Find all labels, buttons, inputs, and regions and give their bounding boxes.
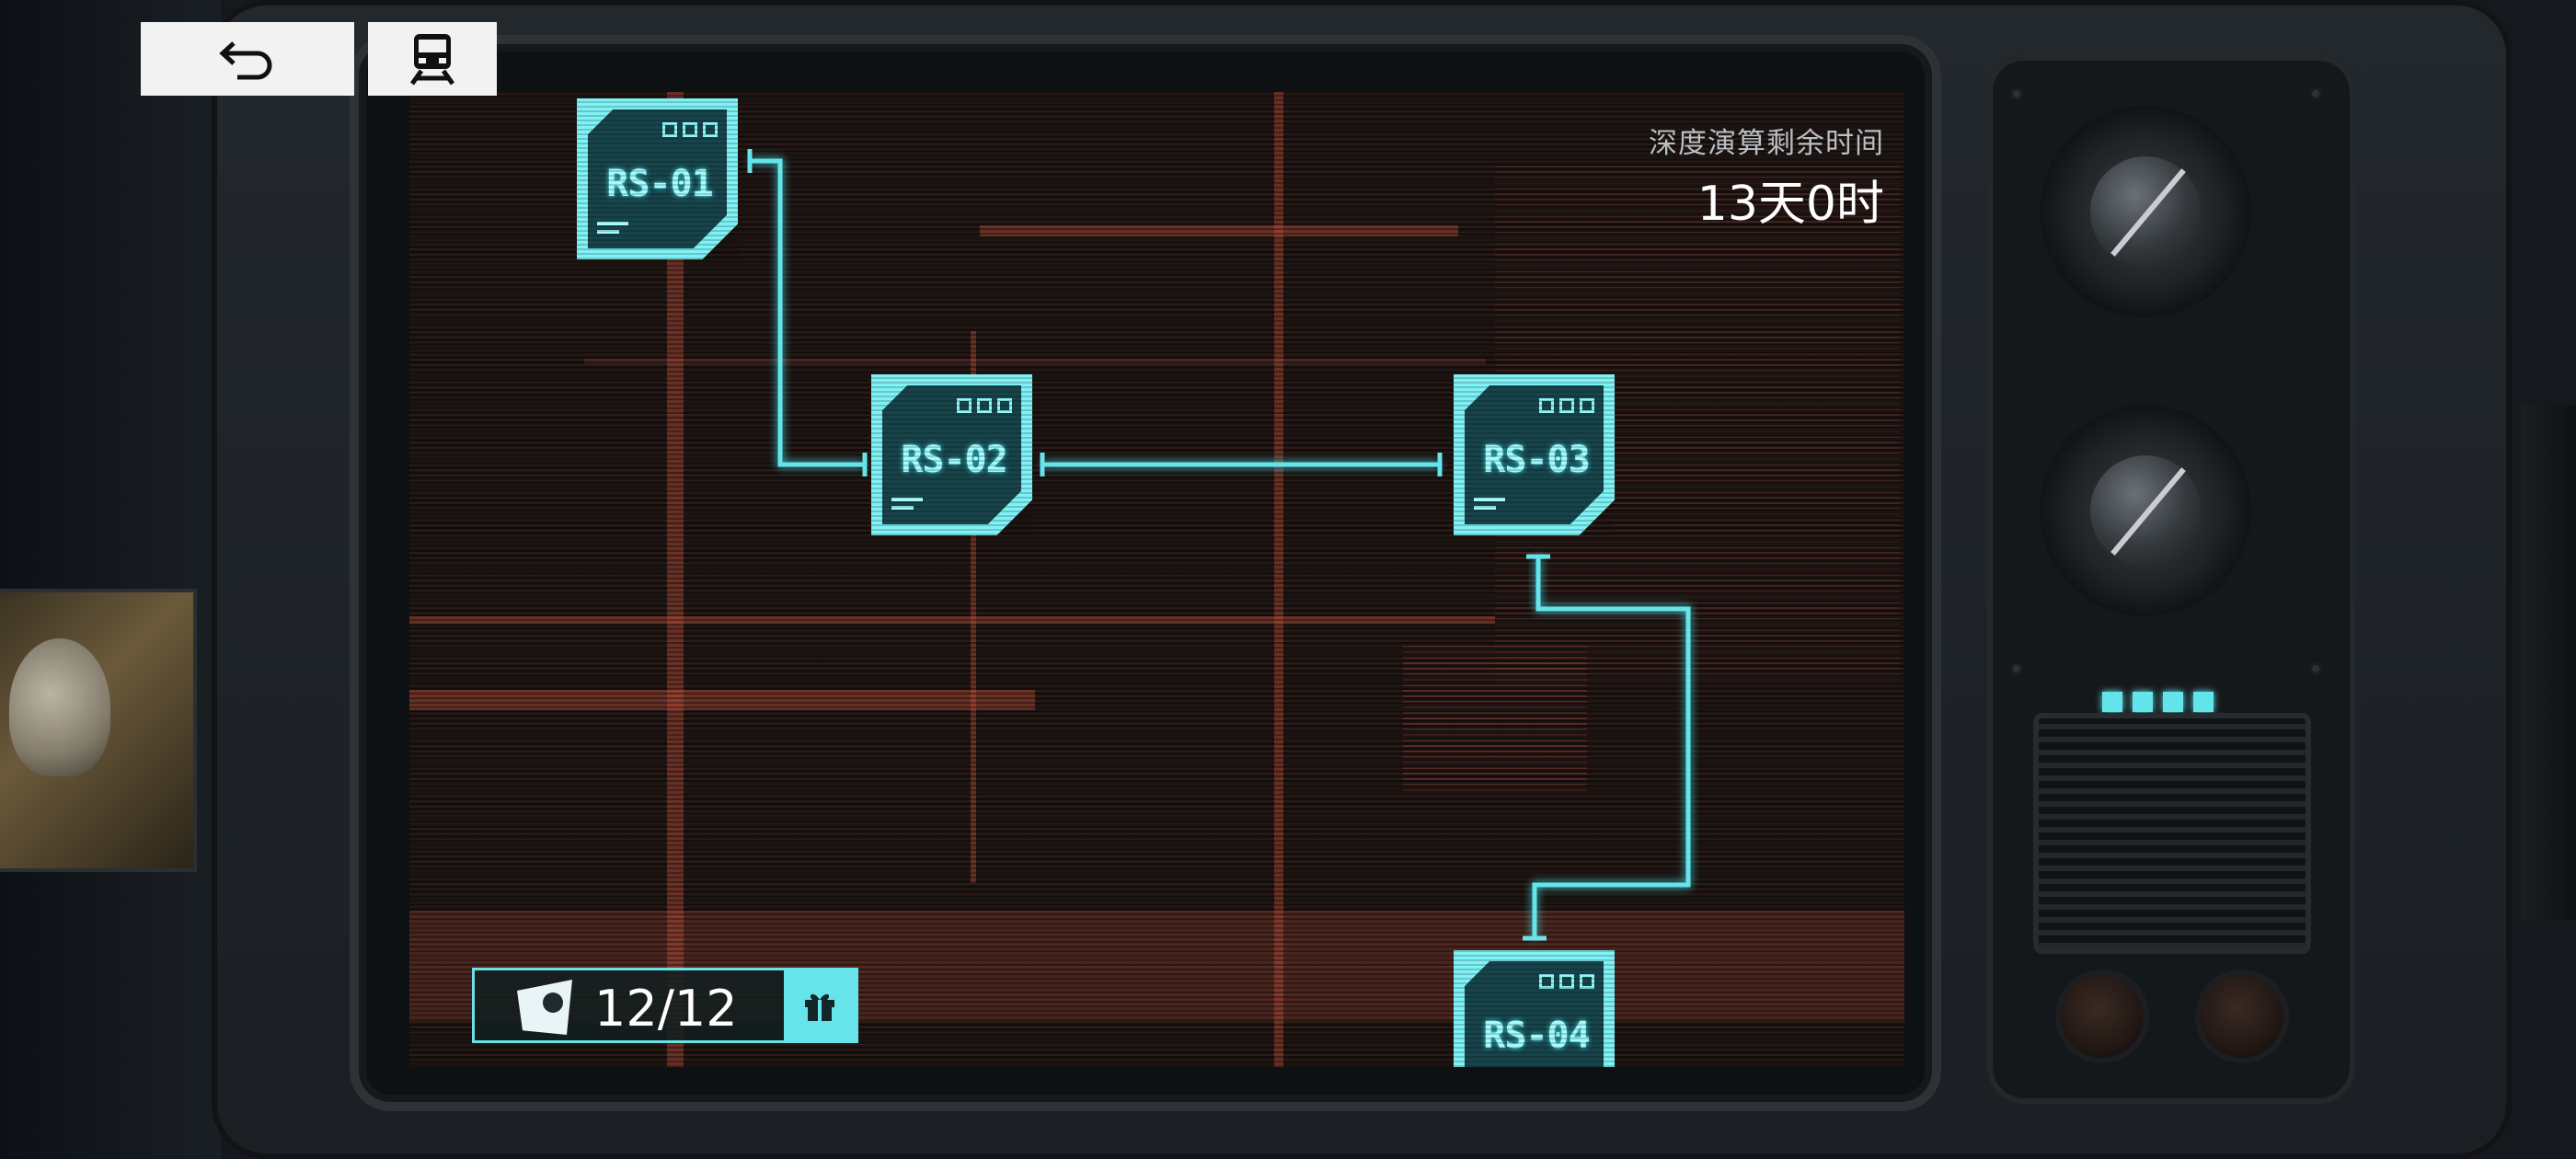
node-indicator: [1539, 974, 1594, 989]
status-leds: [2102, 692, 2214, 712]
timer-value: 13天0时: [1696, 177, 1884, 232]
cheese-icon: [517, 980, 572, 1035]
node-indicator: [662, 122, 718, 137]
screw: [2309, 662, 2322, 675]
node-label: RS-03: [1483, 439, 1590, 481]
blueprint-line: [584, 359, 1486, 364]
small-knob-left: [2061, 975, 2144, 1058]
train-icon: [409, 34, 455, 86]
screw: [2010, 662, 2023, 675]
node-label: RS-01: [606, 163, 713, 205]
node-bars: [1474, 493, 1505, 510]
timer-label: 深度演算剩余时间: [1649, 127, 1884, 160]
resource-counter: 12/12: [472, 968, 858, 1043]
node-indicator: [957, 398, 1012, 413]
speaker-grille: [2033, 713, 2311, 954]
node-bars: [891, 493, 923, 510]
blueprint-line: [980, 225, 1458, 236]
stage-node-rs04[interactable]: RS-04: [1454, 950, 1615, 1067]
back-button[interactable]: [141, 22, 354, 96]
train-button[interactable]: [368, 22, 497, 96]
blueprint-line: [667, 92, 684, 1067]
node-label: RS-02: [901, 439, 1007, 481]
blueprint-line: [409, 616, 1495, 624]
gift-icon: [805, 993, 834, 1021]
small-knob-right: [2201, 975, 2283, 1058]
resource-count: 12/12: [594, 980, 738, 1038]
node-bars: [597, 217, 628, 234]
node-label: RS-04: [1483, 1015, 1590, 1057]
screw: [2010, 87, 2023, 100]
background-left: [0, 0, 221, 1159]
right-device-edge: [2521, 405, 2576, 920]
blueprint-line: [409, 690, 1035, 710]
upper-dial[interactable]: [2040, 106, 2251, 317]
stage-node-rs01[interactable]: RS-01: [577, 98, 738, 259]
node-indicator: [1539, 398, 1594, 413]
side-photo: [0, 589, 197, 872]
blueprint-line: [1274, 92, 1283, 1067]
screw: [2309, 87, 2322, 100]
lower-dial[interactable]: [2040, 405, 2251, 616]
stage-node-rs02[interactable]: RS-02: [871, 374, 1032, 535]
blueprint-line: [971, 331, 976, 883]
back-arrow-icon: [219, 41, 272, 80]
skull-image: [9, 638, 110, 776]
reward-button[interactable]: [784, 970, 856, 1040]
deep-calc-timer: 深度演算剩余时间 13天0时: [1649, 120, 1884, 234]
stage-node-rs03[interactable]: RS-03: [1454, 374, 1615, 535]
